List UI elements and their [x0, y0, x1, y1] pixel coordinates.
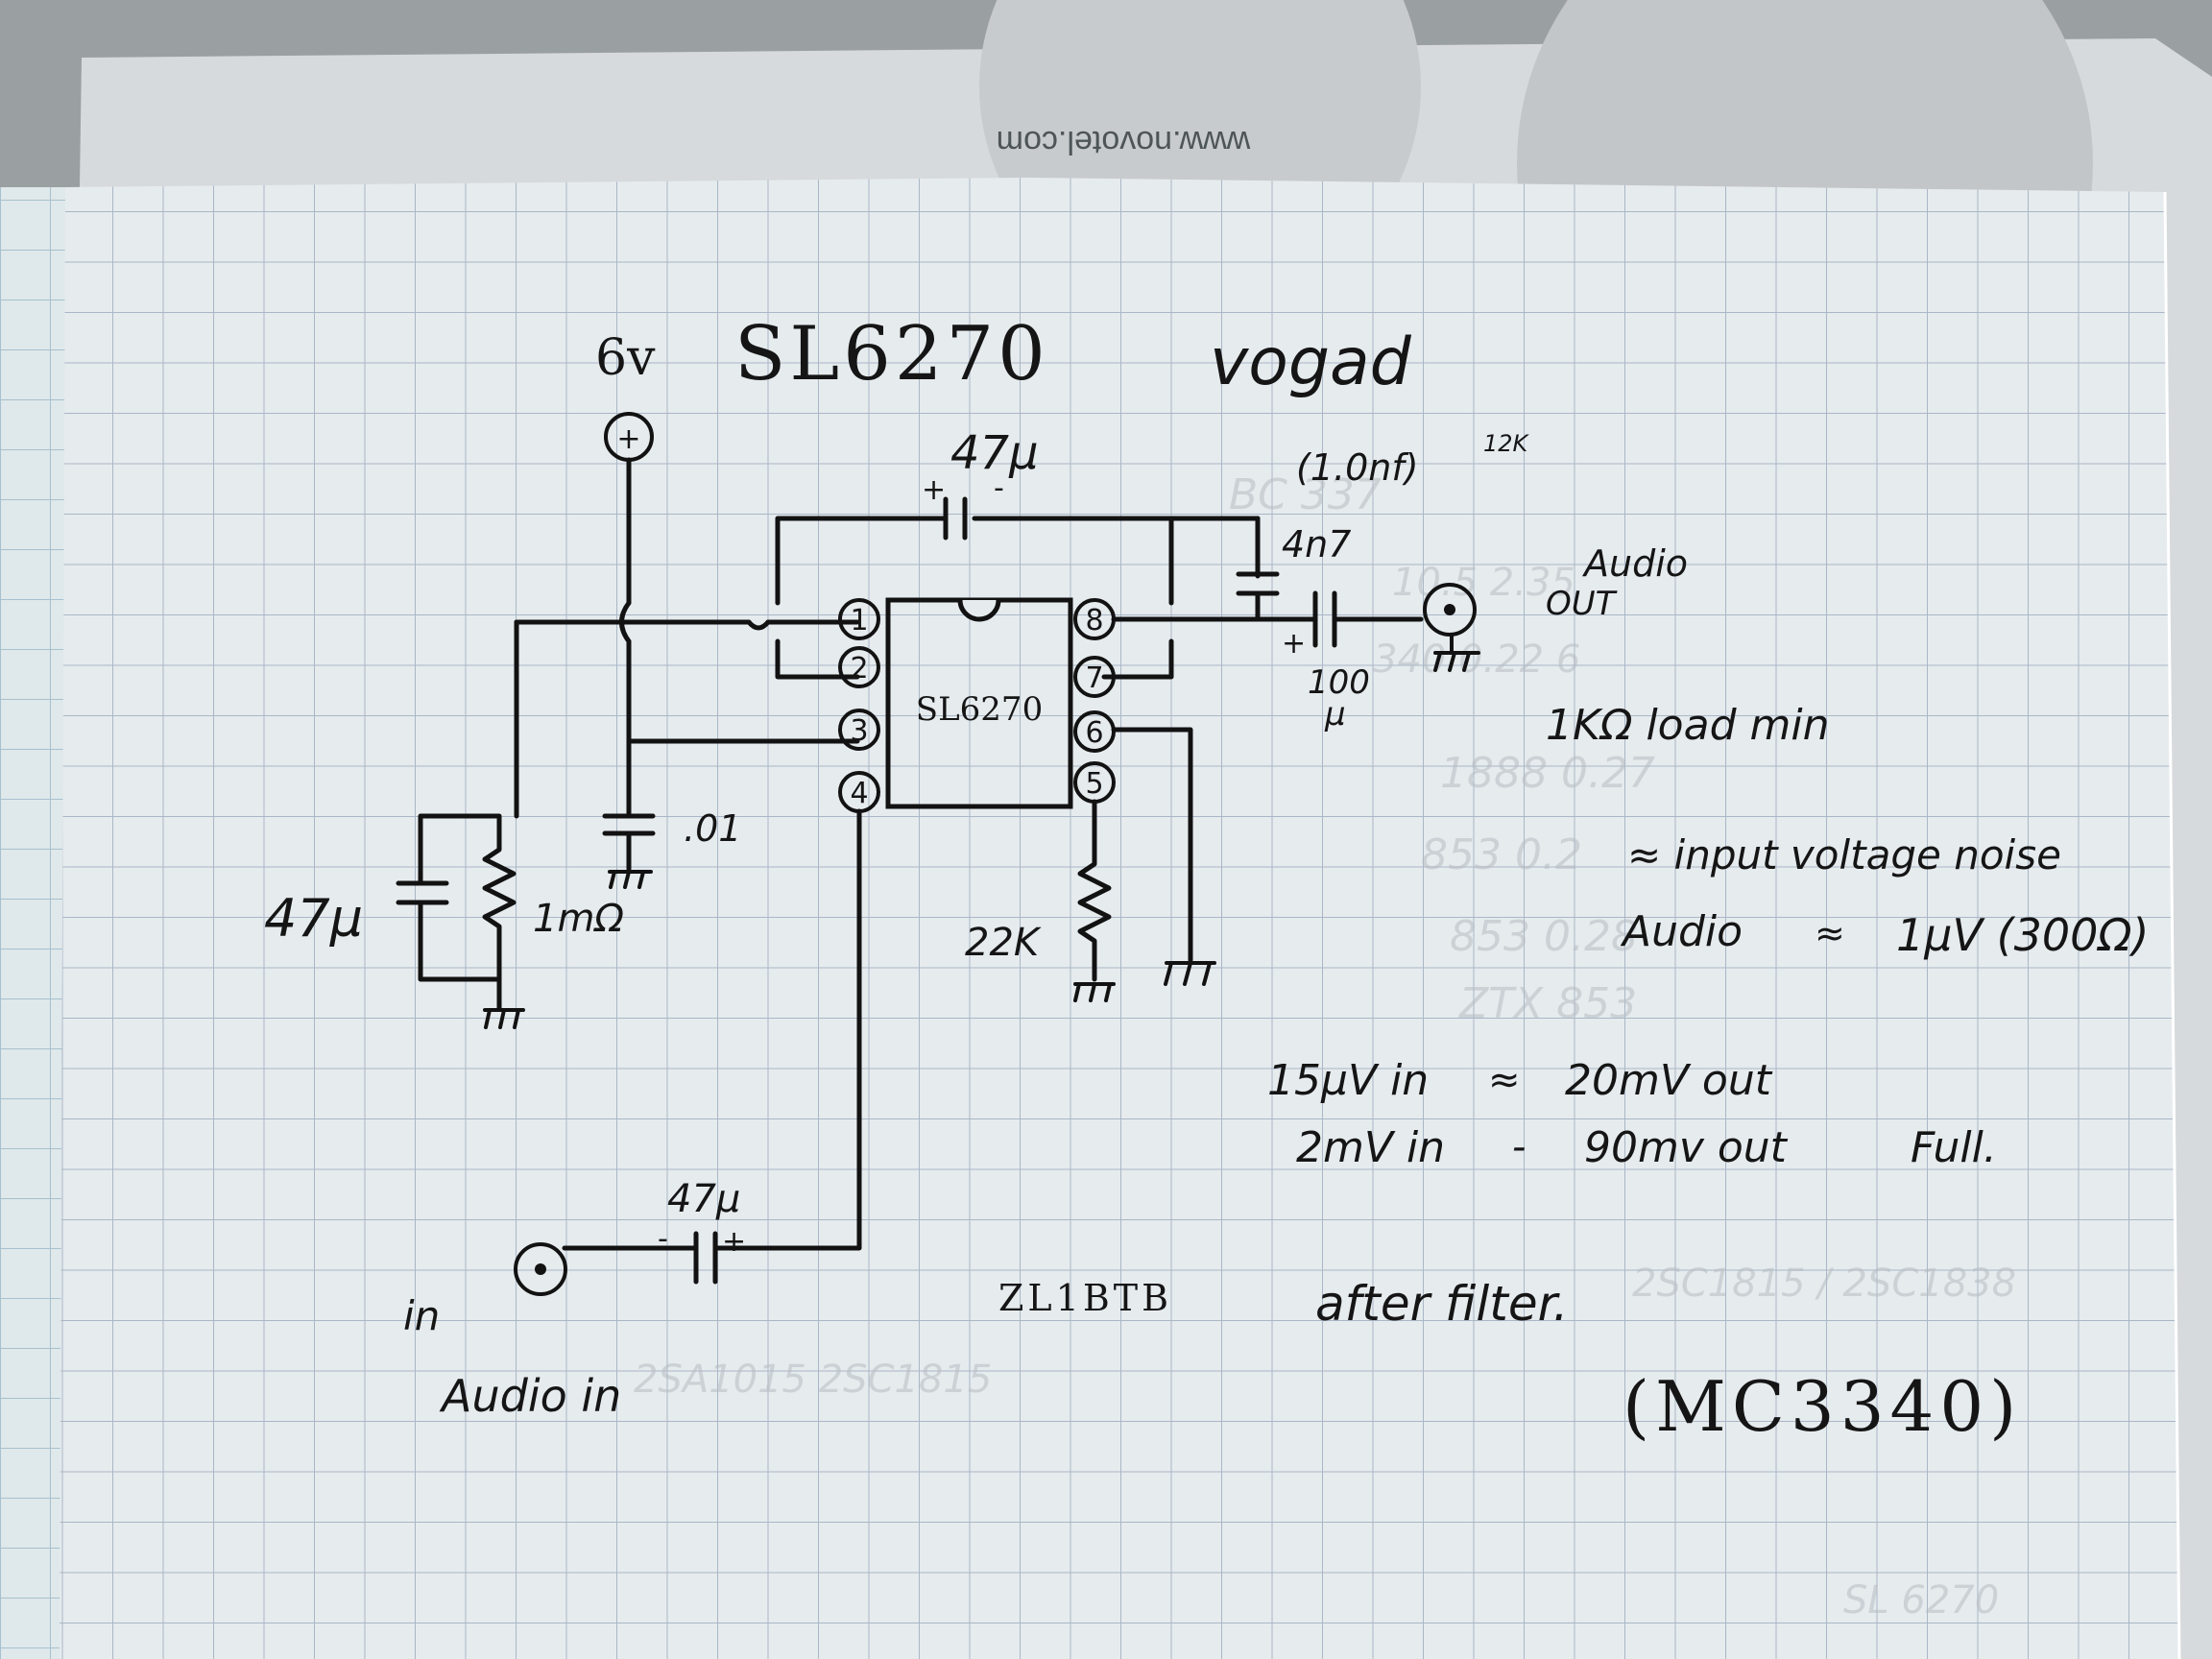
output-capacitor — [1312, 590, 1337, 648]
gain-note-2-in: 2mV in — [1296, 1123, 1445, 1172]
pin-7 — [1073, 656, 1116, 698]
svg-text:8: 8 — [1085, 604, 1103, 637]
feedback-cap-plus: + — [922, 473, 946, 507]
out-ground-symbol — [1433, 633, 1480, 672]
output-cap-value: 100 — [1308, 663, 1370, 702]
output-net — [1255, 516, 1424, 622]
left-resistor-value: 1mΩ — [533, 897, 624, 941]
ic-label: SL6270 — [916, 690, 1043, 729]
gain-note-2-approx: - — [1512, 1125, 1526, 1169]
after-filter-note: after filter. — [1315, 1276, 1568, 1332]
gain-note-2-tail: Full. — [1911, 1123, 1997, 1172]
left-rc-network — [418, 813, 517, 1011]
input-cap-value: 47µ — [667, 1177, 740, 1221]
svg-text:ZTX 853: ZTX 853 — [1458, 979, 1637, 1028]
callsign-label: ZL1BTB — [998, 1277, 1172, 1319]
chip-title: SL6270 — [734, 311, 1049, 397]
gain-note-2-out: 90mv out — [1584, 1123, 1789, 1172]
decoupling-ground-symbol — [608, 870, 653, 889]
svg-text:BC 337: BC 337 — [1229, 470, 1382, 519]
pin6-net — [1111, 727, 1193, 963]
gain-note-1-approx: ≈ — [1488, 1058, 1521, 1102]
in-label: in — [403, 1292, 440, 1339]
filter-capacitor — [1236, 571, 1280, 596]
audio-out-label: Audio — [1581, 542, 1688, 585]
feedback-cap-value: 47µ — [950, 426, 1039, 480]
pin-1 — [838, 598, 880, 640]
alt-chip-note: (MC3340) — [1623, 1366, 2022, 1447]
pin-2 — [838, 646, 880, 688]
gain-note-1-out: 20mV out — [1565, 1056, 1773, 1105]
left-cap-value: 47µ — [264, 888, 363, 949]
filter-cap-alt-value: (1.0nf) — [1296, 446, 1419, 489]
left-rc-ground-symbol — [483, 1008, 525, 1029]
audio-out-label-2: OUT — [1546, 585, 1618, 623]
svg-text:3: 3 — [850, 714, 868, 748]
pin5-resistor — [1077, 799, 1112, 982]
schematic: + 47µ + - SL6270 1 2 3 4 — [264, 412, 1688, 1296]
pin2-loop — [775, 638, 860, 680]
svg-text:10.5 2.35: 10.5 2.35 — [1392, 561, 1575, 605]
noise-note-value: 1µV (300Ω) — [1896, 909, 2149, 961]
audio-in-jack — [514, 1242, 567, 1296]
pin5-ground-symbol — [1073, 982, 1116, 1002]
pin5-resistor-value: 22K — [965, 921, 1042, 965]
supply-voltage-label: 6v — [595, 329, 656, 387]
show-through-writing: BC 337 10.5 2.35 340 0.22 6 1888 0.27 85… — [634, 470, 2016, 1623]
filter-cap-value: 4n7 — [1282, 523, 1351, 565]
decoupling-capacitor — [602, 794, 656, 872]
hotel-url: www.novotel.com — [997, 124, 1252, 160]
noise-note-label: Audio — [1620, 907, 1743, 956]
svg-text:4: 4 — [850, 777, 868, 810]
pin-3 — [838, 709, 880, 751]
svg-text:2SA1015 2SC1815: 2SA1015 2SC1815 — [634, 1358, 992, 1402]
input-capacitor — [693, 1231, 718, 1285]
feedback-capacitor — [943, 496, 968, 541]
filter-cap-alt-note: 12K — [1483, 430, 1530, 457]
svg-text:6: 6 — [1085, 716, 1103, 750]
svg-text:2: 2 — [850, 652, 868, 685]
gain-note-1-in: 15µV in — [1267, 1056, 1429, 1105]
svg-text:1: 1 — [850, 604, 868, 637]
noise-note-line1: ≈ input voltage noise — [1627, 831, 2061, 878]
svg-text:340 0.22 6: 340 0.22 6 — [1373, 637, 1580, 682]
svg-text:2SC1815 / 2SC1838: 2SC1815 / 2SC1838 — [1632, 1262, 2016, 1306]
svg-text:7: 7 — [1085, 661, 1103, 695]
input-cap-minus: - — [658, 1222, 668, 1256]
circuit-type-title: vogad — [1210, 325, 1412, 400]
decoupling-cap-value: .01 — [684, 807, 741, 850]
svg-text:853 0.2: 853 0.2 — [1421, 830, 1582, 879]
feedback-cap-minus: - — [994, 471, 1004, 505]
svg-text:SL 6270: SL 6270 — [1843, 1578, 1999, 1623]
svg-text:853 0.28: 853 0.28 — [1450, 912, 1638, 961]
output-cap-unit: µ — [1324, 695, 1346, 733]
ic-left-pins: 1 2 3 4 — [838, 598, 880, 813]
load-note: 1KΩ load min — [1546, 701, 1829, 750]
svg-text:1888 0.27: 1888 0.27 — [1440, 749, 1655, 798]
input-net — [562, 808, 862, 1251]
audio-in-label: Audio in — [439, 1370, 621, 1422]
pin6-ground-symbol — [1164, 961, 1216, 986]
noise-note-approx: ≈ — [1815, 912, 1845, 954]
svg-text:5: 5 — [1085, 767, 1103, 801]
output-cap-plus: + — [1282, 627, 1306, 661]
left-capacitor — [396, 880, 449, 905]
supply-plus-symbol: + — [616, 422, 640, 456]
input-cap-plus: + — [722, 1225, 746, 1259]
ic-notch — [957, 599, 1001, 622]
